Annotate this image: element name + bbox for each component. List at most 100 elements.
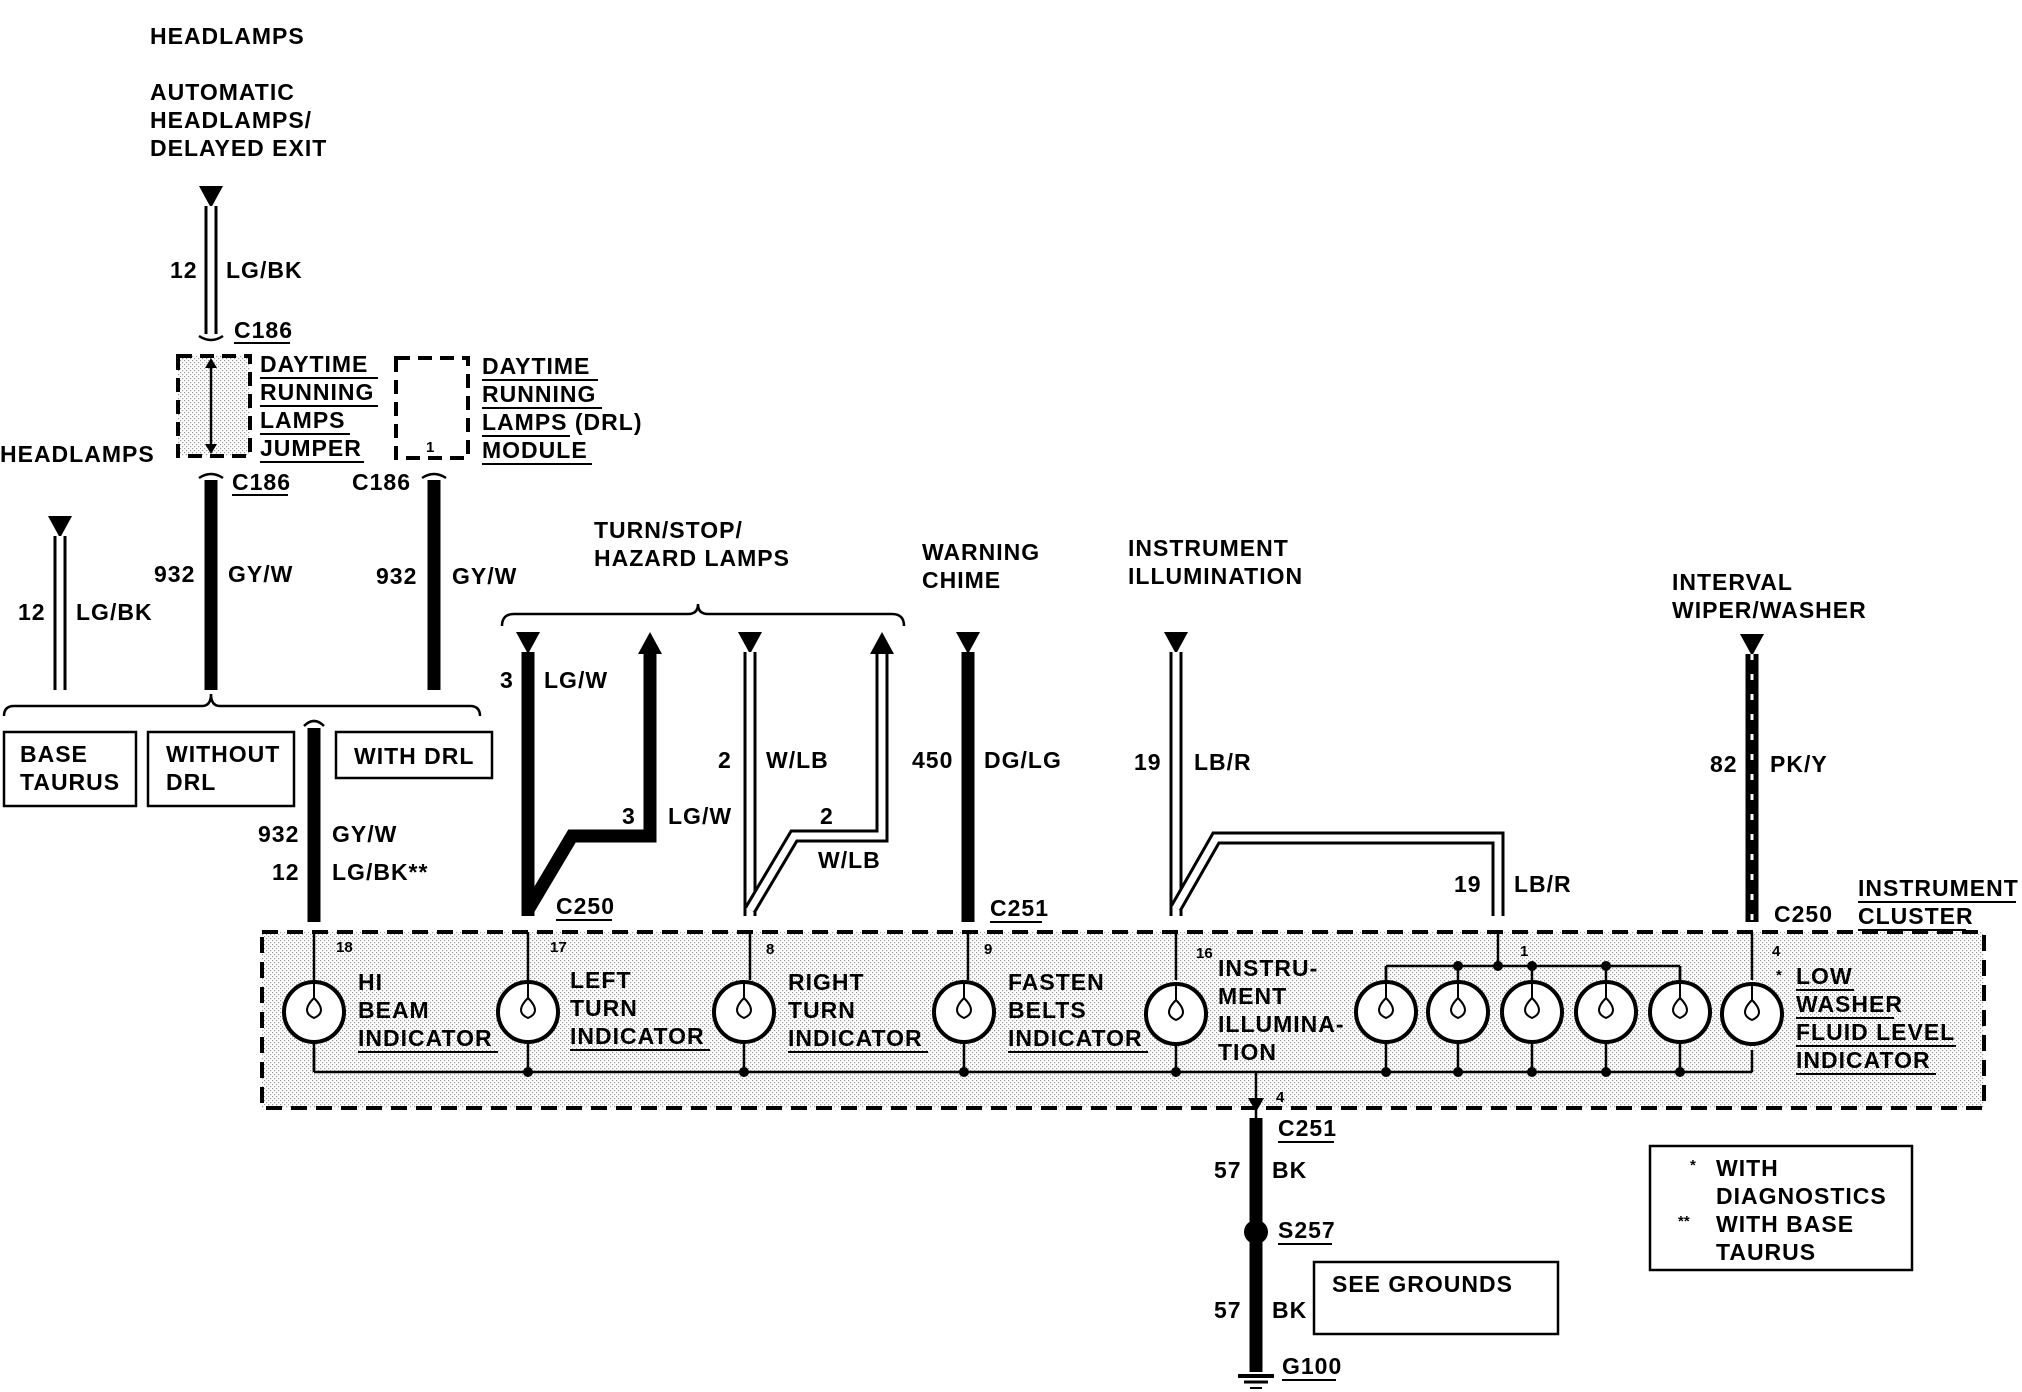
connector-c186-left: C186	[232, 469, 291, 495]
wire-932-b-color: GY/W	[452, 563, 517, 589]
fasten-belts-line3: INDICATOR	[1008, 1025, 1143, 1051]
drl-jumper-line2: RUNNING	[260, 379, 374, 405]
wire-2-a-num: 2	[718, 747, 732, 773]
drl-jumper-line4: JUMPER	[260, 435, 362, 461]
hi-beam-line3: INDICATOR	[358, 1025, 493, 1051]
connector-c186-top: C186	[234, 317, 293, 343]
wire-12-top-color: LG/BK	[226, 257, 303, 283]
legend-box	[1648, 1144, 1914, 1272]
wire-12-c-num: 12	[272, 859, 300, 885]
legend-star2: **	[1678, 1213, 1690, 1230]
right-turn-line3: INDICATOR	[788, 1025, 923, 1051]
auto-headlamps-line3: DELAYED EXIT	[150, 135, 327, 161]
see-grounds-text: SEE GROUNDS	[1332, 1271, 1513, 1297]
splice-s257-label: S257	[1278, 1217, 1336, 1243]
wire-57-a-num: 57	[1214, 1157, 1242, 1183]
wiper-line1: INTERVAL	[1672, 569, 1793, 595]
drl-module-line2: RUNNING	[482, 381, 596, 407]
wire-3-a-color: LG/W	[544, 667, 608, 693]
wire-19-a-color: LB/R	[1194, 749, 1252, 775]
low-washer-line2: WASHER	[1796, 991, 1903, 1017]
drl-module-line3: LAMPS (DRL)	[482, 409, 642, 435]
wire-19-lbr	[1169, 652, 1505, 916]
cluster-title-line1: INSTRUMENT	[1858, 875, 2019, 901]
variant-bracket	[2, 693, 482, 717]
right-turn-line1: RIGHT	[788, 969, 865, 995]
wire-19-a-num: 19	[1134, 749, 1162, 775]
left-turn-lamp	[496, 980, 560, 1077]
wire-3-a-num: 3	[500, 667, 514, 693]
wire-450-color: DG/LG	[984, 747, 1062, 773]
ground-symbol	[1238, 1374, 1274, 1389]
right-turn-lamp	[712, 980, 776, 1077]
left-turn-line2: TURN	[570, 995, 638, 1021]
wire-3-b-num: 3	[622, 803, 636, 829]
warning-chime-line1: WARNING	[922, 539, 1040, 565]
hi-beam-lamp	[282, 980, 346, 1072]
pin-18: 18	[336, 939, 353, 956]
wire-2-b-color: W/LB	[818, 847, 881, 873]
variant-without-line1: WITHOUT	[166, 741, 280, 767]
pin-4: 4	[1772, 943, 1781, 960]
instrument-illum-line2: ILLUMINATION	[1128, 563, 1303, 589]
low-washer-line3: FLUID LEVEL	[1796, 1019, 1955, 1045]
pin-4-bottom: 4	[1276, 1089, 1285, 1106]
wire-932-c-num: 932	[258, 821, 299, 847]
see-grounds-box	[1312, 1260, 1560, 1336]
connector-c250-left: C250	[556, 893, 615, 919]
wire-932-c-color: GY/W	[332, 821, 397, 847]
legend-line4: TAURUS	[1716, 1239, 1816, 1265]
hi-beam-line1: HI	[358, 969, 383, 995]
fasten-belts-line1: FASTEN	[1008, 969, 1105, 995]
wire-82-color: PK/Y	[1770, 751, 1828, 777]
pin-8: 8	[766, 941, 774, 958]
fasten-belts-lamp	[932, 980, 996, 1077]
wire-2-a-color: W/LB	[766, 747, 829, 773]
drl-module-line4: MODULE	[482, 437, 588, 463]
illumination-bulbs	[1354, 966, 1712, 1077]
wire-932-a-color: GY/W	[228, 561, 293, 587]
cluster-pins	[312, 932, 1754, 980]
wire-12-left-num: 12	[18, 599, 46, 625]
drl-jumper-line1: DAYTIME	[260, 351, 368, 377]
illum-line3: ILLUMINA-	[1218, 1011, 1345, 1037]
ground-g100: G100	[1282, 1353, 1342, 1379]
pin-16: 16	[1196, 945, 1213, 962]
headlamps-top-title: HEADLAMPS	[150, 23, 305, 49]
instrument-illum-line1: INSTRUMENT	[1128, 535, 1289, 561]
drl-module-pin: 1	[426, 439, 434, 456]
legend-line3: WITH BASE	[1716, 1211, 1854, 1237]
pin-9: 9	[984, 941, 992, 958]
auto-headlamps-line1: AUTOMATIC	[150, 79, 295, 105]
wire-57-b-num: 57	[1214, 1297, 1242, 1323]
legend-star1: *	[1690, 1157, 1696, 1174]
wire-2-wlb	[743, 652, 889, 916]
pin-1: 1	[1520, 943, 1528, 960]
warning-chime-line2: CHIME	[922, 567, 1001, 593]
turn-stop-line2: HAZARD LAMPS	[594, 545, 790, 571]
left-turn-line3: INDICATOR	[570, 1023, 705, 1049]
connector-c186-right: C186	[352, 469, 411, 495]
wire-12-c-color: LG/BK**	[332, 859, 428, 885]
cluster-title-line2: CLUSTER	[1858, 903, 1974, 929]
wire-57-a-color: BK	[1272, 1157, 1307, 1183]
wire-19-b-num: 19	[1454, 871, 1482, 897]
pin-17: 17	[550, 939, 567, 956]
hi-beam-line2: BEAM	[358, 997, 430, 1023]
low-washer-lamp	[1720, 982, 1784, 1046]
splice-s257	[1244, 1220, 1268, 1244]
wire-19-b-color: LB/R	[1514, 871, 1572, 897]
low-washer-line1: LOW	[1796, 963, 1853, 989]
connector-c250-right: C250	[1774, 901, 1833, 927]
connector-c251-top: C251	[990, 895, 1049, 921]
wire-12-left-color: LG/BK	[76, 599, 153, 625]
connector-c251-bottom: C251	[1278, 1115, 1337, 1141]
wire-12-top-num: 12	[170, 257, 198, 283]
wire-2-b-num: 2	[820, 803, 834, 829]
wire-82-num: 82	[1710, 751, 1738, 777]
connector-c186-top-symbol	[198, 334, 224, 342]
variant-without-drl-box	[146, 730, 296, 808]
wire-3-lgw	[521, 652, 657, 916]
headlamps-left-title: HEADLAMPS	[0, 441, 155, 467]
